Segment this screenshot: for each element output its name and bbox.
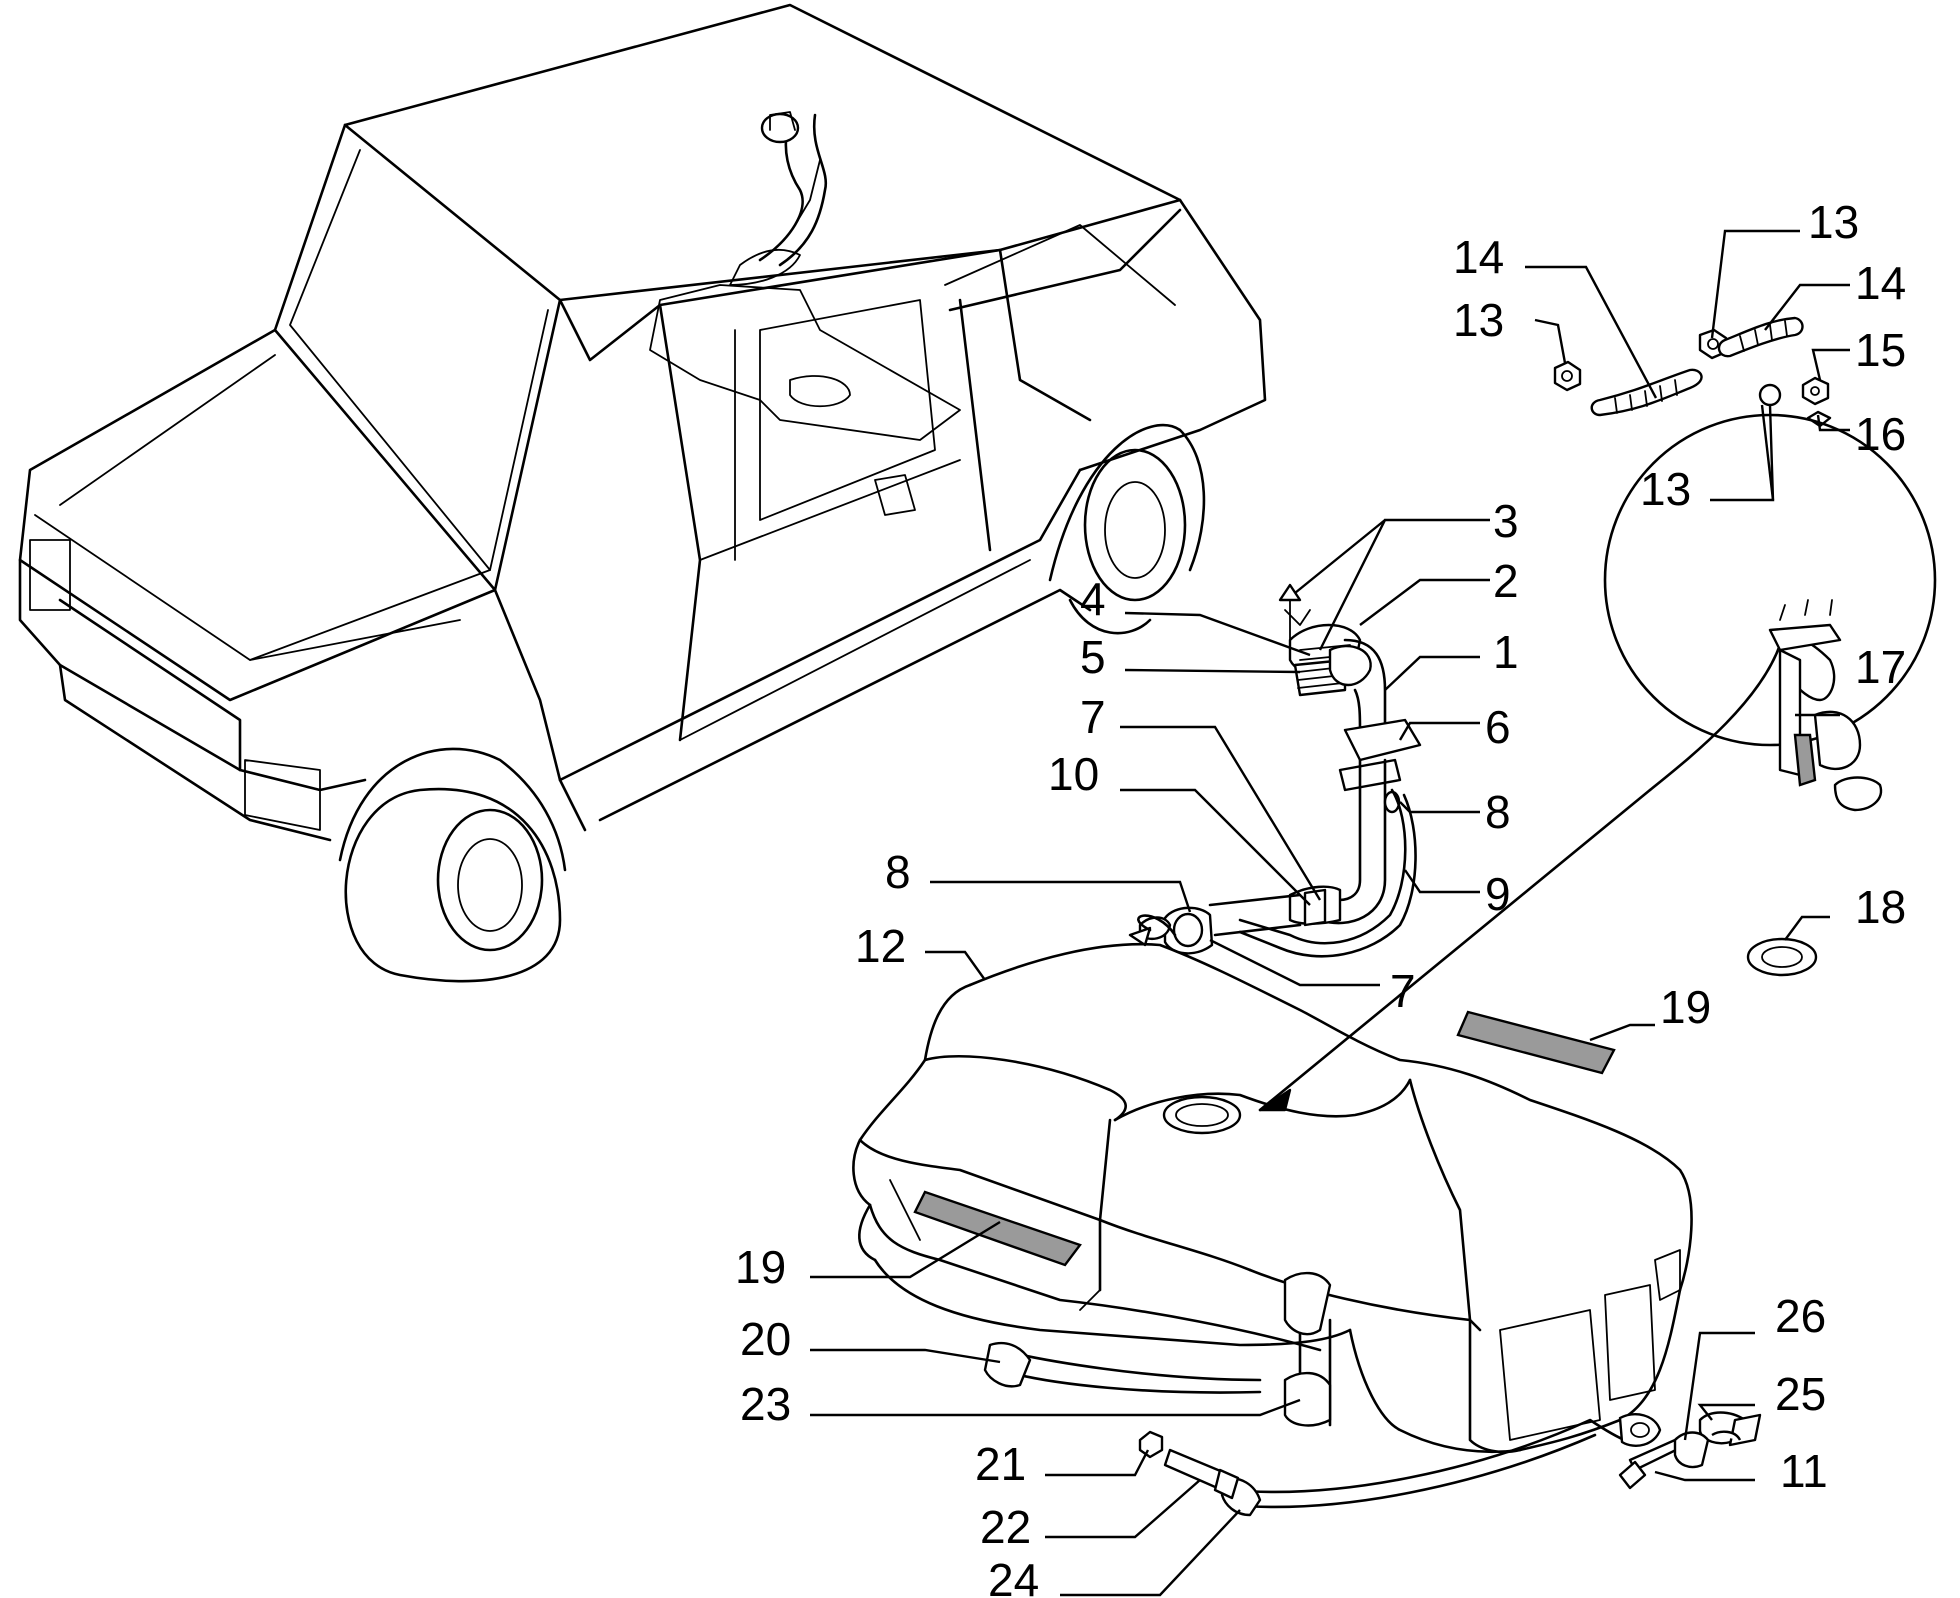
label-8-left: 8: [885, 846, 911, 898]
leader-lines: [810, 229, 1850, 1597]
label-11: 11: [1780, 1445, 1828, 1497]
label-2: 2: [1493, 555, 1519, 607]
label-13-top-right: 13: [1808, 196, 1859, 248]
label-14-left: 14: [1453, 231, 1504, 283]
label-7-upper: 7: [1080, 691, 1106, 743]
label-8-right: 8: [1485, 786, 1511, 838]
label-20: 20: [740, 1313, 791, 1365]
label-6: 6: [1485, 701, 1511, 753]
label-22: 22: [980, 1501, 1031, 1553]
label-13-left: 13: [1453, 294, 1504, 346]
label-9: 9: [1485, 868, 1511, 920]
label-4: 4: [1080, 573, 1106, 625]
label-24: 24: [988, 1554, 1039, 1598]
label-1: 1: [1493, 626, 1519, 678]
label-16: 16: [1855, 408, 1906, 460]
filler-neck-assembly: [1128, 583, 1422, 958]
label-14-right: 14: [1855, 257, 1906, 309]
label-19-left: 19: [735, 1241, 786, 1293]
label-5: 5: [1080, 631, 1106, 683]
part-number-labels: 1 2 3 4 5 6 7 7 8 8 9 10 11 12 13 13 13 …: [735, 196, 1906, 1598]
label-23: 23: [740, 1378, 791, 1430]
label-26: 26: [1775, 1290, 1826, 1342]
label-17: 17: [1855, 641, 1906, 693]
label-3: 3: [1493, 495, 1519, 547]
label-15: 15: [1855, 324, 1906, 376]
label-7-lower: 7: [1390, 965, 1416, 1017]
label-12: 12: [855, 920, 906, 972]
fuel-tank: [852, 942, 1693, 1517]
label-18: 18: [1855, 881, 1906, 933]
label-25: 25: [1775, 1368, 1826, 1420]
car-body-outline: [18, 3, 1267, 983]
label-19-right: 19: [1660, 981, 1711, 1033]
label-13-bottom: 13: [1640, 463, 1691, 515]
label-10: 10: [1048, 748, 1099, 800]
label-21: 21: [975, 1438, 1026, 1490]
